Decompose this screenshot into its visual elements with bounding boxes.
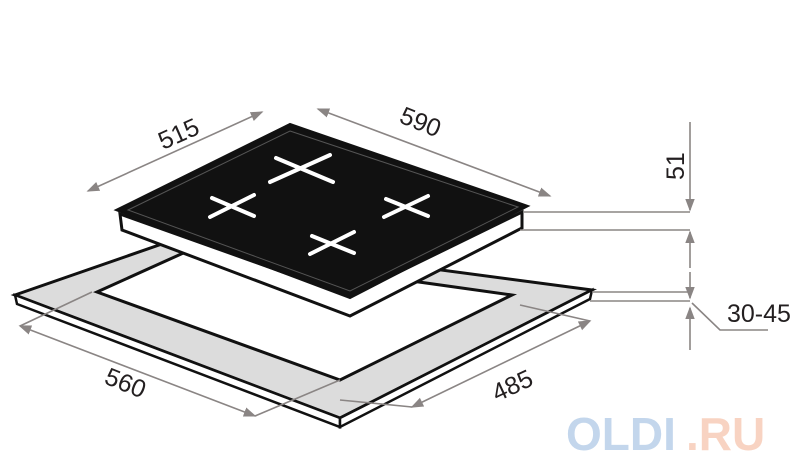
dim-cutout-depth: 485 xyxy=(488,364,538,407)
watermark-logo: OLDI .RU xyxy=(566,408,765,460)
burner-left xyxy=(208,193,256,219)
watermark-ru: .RU xyxy=(686,408,765,460)
dim-hob-height: 51 xyxy=(662,152,690,180)
watermark-oldi: OLDI xyxy=(566,408,676,460)
dim-cutout-width: 560 xyxy=(101,363,150,405)
burner-front xyxy=(308,230,356,256)
dim-hob-width: 590 xyxy=(396,102,445,144)
dim-worktop-thickness: 30-45 xyxy=(727,300,791,328)
burners xyxy=(208,153,430,256)
burner-right xyxy=(382,194,430,219)
dim-hob-depth: 515 xyxy=(154,113,204,156)
dimension-lines xyxy=(18,108,768,417)
